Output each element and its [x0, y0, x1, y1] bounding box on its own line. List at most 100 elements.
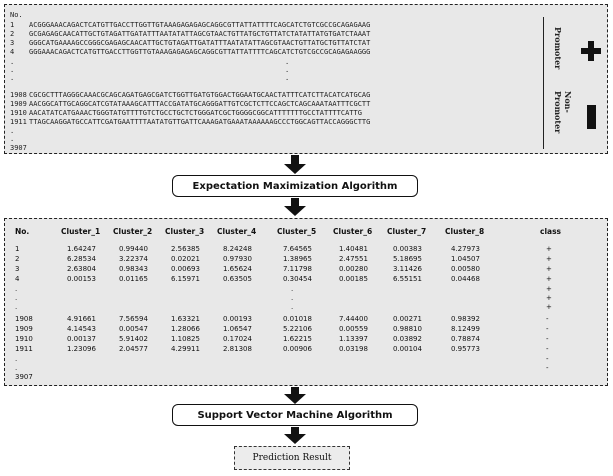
table-cell: 1911: [15, 345, 33, 353]
ellipsis-dot: .: [291, 285, 294, 293]
column-header: Cluster_3: [165, 227, 205, 236]
ellipsis-dot: .: [285, 66, 290, 74]
ellipsis-dot: .: [291, 303, 294, 311]
table-cell: 0.97930: [223, 255, 252, 263]
table-cell: 1.06547: [223, 325, 252, 333]
table-cell: 2: [15, 255, 20, 263]
em-algorithm-box: Expectation Maximization Algorithm: [172, 175, 418, 197]
plus-icon: [581, 41, 601, 61]
table-cell: 1.40481: [339, 245, 368, 253]
table-cell: 1909: [15, 325, 33, 333]
svm-algorithm-box: Support Vector Machine Algorithm: [172, 404, 418, 426]
table-cell: 0.95773: [451, 345, 480, 353]
sequence-number: 4: [10, 48, 15, 56]
class-cell: +: [546, 245, 552, 253]
table-cell: 1.13397: [339, 335, 368, 343]
table-cell: 4.29911: [171, 345, 200, 353]
class-cell: -: [546, 345, 549, 353]
table-cell: 3: [15, 265, 20, 273]
table-cell: 0.03892: [393, 335, 422, 343]
class-cell: +: [546, 275, 552, 283]
ellipsis-dot: .: [15, 303, 18, 311]
column-header: No.: [15, 227, 30, 236]
table-cell: 0.00906: [283, 345, 312, 353]
ellipsis-dot: .: [15, 285, 18, 293]
table-cell: 2.63804: [67, 265, 96, 273]
sequence-string: ACGGGAAACAGACTCATGTTGACCTTGGTTGTAAAGAGAG…: [29, 21, 371, 29]
table-cell: 3907: [15, 373, 33, 381]
table-cell: 1.63321: [171, 315, 200, 323]
table-cell: 2.56385: [171, 245, 200, 253]
table-cell: 5.18695: [393, 255, 422, 263]
column-header: Cluster_1: [61, 227, 101, 236]
class-plus: +: [546, 303, 552, 311]
table-cell: 5.91402: [119, 335, 148, 343]
table-cell: 8.12499: [451, 325, 480, 333]
table-cell: 8.24248: [223, 245, 252, 253]
table-cell: 1.38965: [283, 255, 312, 263]
table-cell: 7.56594: [119, 315, 148, 323]
column-header: Cluster_4: [217, 227, 257, 236]
table-cell: 4.14543: [67, 325, 96, 333]
table-cell: 0.00153: [67, 275, 96, 283]
table-cell: 0.00280: [339, 265, 368, 273]
sequence-number: 3: [10, 39, 15, 47]
sequence-number: 1911: [10, 118, 27, 126]
table-cell: 0.00383: [393, 245, 422, 253]
column-header: Cluster_6: [333, 227, 373, 236]
table-cell: 0.01018: [283, 315, 312, 323]
sequence-string: GGGCATGAAAAGCCGGGCGAGAGCAACATTGCTGTAGATT…: [29, 39, 371, 47]
sequence-string: GGGAAACAGACTCATGTTGACCTTGGTTGTAAAGAGAGAG…: [29, 48, 371, 56]
class-plus: +: [546, 294, 552, 302]
table-cell: 3.22374: [119, 255, 148, 263]
column-header: Cluster_8: [445, 227, 485, 236]
table-cell: 2.47551: [339, 255, 368, 263]
class-cell: -: [546, 325, 549, 333]
column-header: class: [540, 227, 562, 236]
ellipsis-dot: .: [15, 294, 18, 302]
sequence-string: CGCGCTTTAGGGCAAACGCAGCAGATGAGCGATCTGGTTG…: [29, 91, 371, 99]
sequence-string: GCGAGAGCAACATTGCTGTAGATTGATATTTAATATATTA…: [29, 30, 371, 38]
table-cell: 1.23096: [67, 345, 96, 353]
table-cell: 0.00580: [451, 265, 480, 273]
table-cell: 0.98343: [119, 265, 148, 273]
ellipsis-dot: .: [15, 364, 18, 372]
class-minus: -: [546, 355, 549, 363]
sequence-no-header: No.: [10, 11, 23, 19]
table-cell: 0.17024: [223, 335, 252, 343]
table-cell: 0.99440: [119, 245, 148, 253]
table-cell: 4.91661: [67, 315, 96, 323]
sequence-number: 3907: [10, 144, 27, 152]
sequence-number: 1: [10, 21, 15, 29]
table-cell: 1.10825: [171, 335, 200, 343]
sequence-panel: No. 1 ACGGGAAACAGACTCATGTTGACCTTGGTTGTAAAG…: [4, 4, 608, 154]
table-cell: 0.02021: [171, 255, 200, 263]
sequence-number: 1909: [10, 100, 27, 108]
sequence-number: 2: [10, 30, 15, 38]
table-cell: 7.11798: [283, 265, 312, 273]
minus-icon: [587, 105, 596, 129]
table-cell: 6.55151: [393, 275, 422, 283]
class-plus: +: [546, 285, 552, 293]
table-cell: 1.62215: [283, 335, 312, 343]
table-cell: 5.22106: [283, 325, 312, 333]
sequence-string: TTAGCAAGGATGCCATTCGATGAATTTTAATATGTTGATT…: [29, 118, 371, 126]
table-cell: 6.15971: [171, 275, 200, 283]
table-cell: 0.63505: [223, 275, 252, 283]
table-cell: 0.00559: [339, 325, 368, 333]
table-cell: 0.00137: [67, 335, 96, 343]
sequence-number: 1910: [10, 109, 27, 117]
class-cell: -: [546, 335, 549, 343]
table-cell: 4.27973: [451, 245, 480, 253]
table-cell: 0.04468: [451, 275, 480, 283]
ellipsis-dot: .: [15, 355, 18, 363]
table-cell: 0.00193: [223, 315, 252, 323]
table-cell: 0.98810: [393, 325, 422, 333]
table-cell: 0.00271: [393, 315, 422, 323]
table-cell: 0.00693: [171, 265, 200, 273]
table-cell: 7.44400: [339, 315, 368, 323]
column-header: Cluster_5: [277, 227, 317, 236]
table-cell: 2.04577: [119, 345, 148, 353]
class-cell: -: [546, 315, 549, 323]
